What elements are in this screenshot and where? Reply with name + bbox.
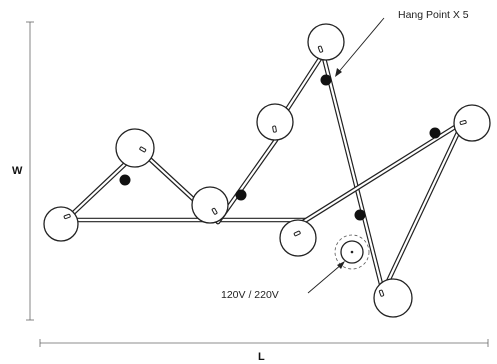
globe-3 [191,186,229,224]
hang-point-leader [335,17,385,77]
hang-points [119,74,441,221]
width-dimension-line [26,21,34,321]
canopy [334,234,370,270]
hang-point-5 [429,127,441,139]
rod-h [380,119,466,295]
globe-4 [256,103,294,141]
globe-8 [373,278,413,318]
length-dimension-line [39,339,489,347]
hang-point-3 [320,74,332,86]
globe-1 [43,206,79,242]
rod-g [300,119,466,225]
voltage-label: 120V / 220V [221,289,279,301]
arm-rods [65,51,466,295]
globe-6 [279,219,317,257]
globe-2 [115,128,155,168]
hang-point-4 [354,209,366,221]
rod-f [320,51,386,295]
length-label: L [258,351,265,363]
voltage-leader [307,261,345,294]
hang-point-label: Hang Point X 5 [398,9,469,21]
hang-point-1 [119,174,131,186]
width-label: W [12,165,23,177]
hang-point-2 [235,189,247,201]
globe-5 [307,23,345,61]
globe-7 [453,104,491,142]
